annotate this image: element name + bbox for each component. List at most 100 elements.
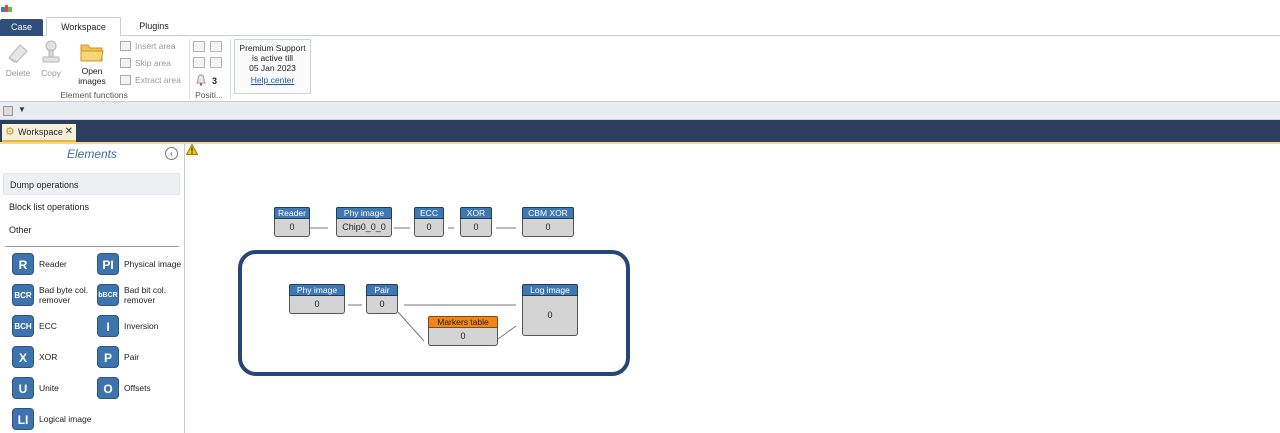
- node-phy-image[interactable]: Phy image Chip0_0_0: [336, 207, 392, 237]
- element-label: Logical image: [39, 414, 92, 424]
- stamp-icon: [42, 40, 60, 63]
- node-value: 0: [428, 328, 498, 346]
- help-center-link[interactable]: Help center: [250, 75, 295, 85]
- offsets-icon: O: [97, 377, 119, 399]
- node-cbm-xor[interactable]: CBM XOR 0: [522, 207, 574, 237]
- node-log-image[interactable]: Log image 0: [522, 284, 578, 336]
- tab-case[interactable]: Case: [0, 19, 43, 36]
- element-label: XOR: [39, 352, 58, 362]
- doc-tab-label: Workspace: [18, 127, 63, 137]
- delete-label: Delete: [5, 68, 31, 78]
- doc-tab-workspace[interactable]: ⚙ Workspace ✕: [2, 124, 76, 142]
- skip-area-label: Skip area: [135, 58, 171, 68]
- element-label: Unite: [39, 383, 59, 393]
- node-title: ECC: [414, 207, 444, 219]
- support-line-1: Premium Support: [239, 43, 306, 53]
- node-value: 0: [366, 296, 398, 314]
- position-up-icon[interactable]: [193, 41, 205, 52]
- app-logo-icon: [1, 5, 12, 12]
- node-reader[interactable]: Reader 0: [274, 207, 310, 237]
- element-unite[interactable]: U Unite: [12, 377, 102, 403]
- ribbon-tabs: Case Workspace Plugins: [0, 17, 1280, 37]
- folder-icon: [80, 44, 104, 62]
- element-xor[interactable]: X XOR: [12, 346, 102, 372]
- node-xor[interactable]: XOR 0: [460, 207, 492, 237]
- position-count: 3: [212, 76, 218, 86]
- collapse-chevron-icon[interactable]: ‹: [165, 147, 178, 160]
- element-pair[interactable]: P Pair: [97, 346, 187, 372]
- reader-icon: R: [12, 253, 34, 275]
- node-value: 0: [522, 296, 578, 336]
- skip-area-icon: [120, 58, 131, 68]
- node-ecc[interactable]: ECC 0: [414, 207, 444, 237]
- support-line-2: is active till: [251, 53, 294, 63]
- element-label: Reader: [39, 259, 67, 269]
- close-icon[interactable]: ✕: [64, 126, 73, 137]
- group-label-element-functions: Element functions: [60, 90, 128, 100]
- element-logical-image[interactable]: LI Logical image: [12, 408, 102, 433]
- document-tab-strip: ⚙ Workspace ✕: [0, 120, 1280, 142]
- node-value: Chip0_0_0: [336, 219, 392, 237]
- logical-image-icon: LI: [12, 408, 34, 430]
- position-top-icon[interactable]: [210, 41, 222, 52]
- insert-area-button[interactable]: Insert area: [119, 39, 176, 53]
- element-ecc[interactable]: BCH ECC: [12, 315, 102, 341]
- node-value: 0: [522, 219, 574, 237]
- insert-area-icon: [120, 41, 131, 51]
- bad-byte-remover-icon: BCR: [12, 284, 34, 306]
- element-label: Inversion: [124, 321, 159, 331]
- support-line-3: 05 Jan 2023: [249, 63, 296, 73]
- ribbon: Delete Copy Open images Insert area Skip…: [0, 36, 1280, 102]
- delete-button[interactable]: Delete: [3, 40, 33, 78]
- node-value: 0: [274, 219, 310, 237]
- customize-dropdown-icon[interactable]: ▼: [18, 105, 26, 114]
- inversion-icon: I: [97, 315, 119, 337]
- title-bar: [0, 0, 1280, 17]
- element-label: Pair: [124, 352, 140, 362]
- element-label: Bad byte col. remover: [39, 285, 89, 305]
- position-down-icon[interactable]: [193, 57, 205, 68]
- bell-icon[interactable]: [196, 74, 206, 86]
- quick-access-bar: ▼: [0, 102, 1280, 120]
- tab-workspace[interactable]: Workspace: [46, 17, 121, 37]
- save-icon[interactable]: [3, 106, 13, 116]
- element-physical-image[interactable]: PI Physical image: [97, 253, 187, 279]
- node-pair[interactable]: Pair 0: [366, 284, 398, 314]
- extract-area-icon: [120, 75, 131, 85]
- element-reader[interactable]: R Reader: [12, 253, 102, 279]
- category-block-list-operations[interactable]: Block list operations: [9, 202, 90, 212]
- group-label-position: Positi...: [195, 90, 223, 100]
- category-other[interactable]: Other: [9, 225, 32, 235]
- element-label: Physical image: [124, 259, 182, 269]
- node-value: 0: [289, 296, 345, 314]
- ribbon-separator: [189, 39, 190, 99]
- element-label: Offsets: [124, 383, 151, 393]
- position-bottom-icon[interactable]: [210, 57, 222, 68]
- element-offsets[interactable]: O Offsets: [97, 377, 187, 403]
- element-group-frame[interactable]: [238, 250, 630, 376]
- node-title: Pair: [366, 284, 398, 296]
- workspace-canvas[interactable]: Reader 0 Phy image Chip0_0_0 ECC 0 XOR 0…: [186, 144, 1280, 433]
- node-title: CBM XOR: [522, 207, 574, 219]
- copy-button[interactable]: Copy: [36, 40, 66, 78]
- extract-area-button[interactable]: Extract area: [119, 73, 181, 87]
- tab-plugins[interactable]: Plugins: [139, 21, 169, 31]
- node-phy-image-2[interactable]: Phy image 0: [289, 284, 345, 314]
- node-value: 0: [460, 219, 492, 237]
- open-images-button[interactable]: Open images: [74, 40, 110, 86]
- gear-icon: ⚙: [5, 126, 15, 138]
- element-bad-byte-col-remover[interactable]: BCR Bad byte col. remover: [12, 284, 102, 310]
- tab-underline: [0, 142, 1280, 144]
- skip-area-button[interactable]: Skip area: [119, 56, 171, 70]
- warning-icon: [186, 144, 198, 155]
- node-value: 0: [414, 219, 444, 237]
- element-bad-bit-col-remover[interactable]: bBCR Bad bit col. remover: [97, 284, 187, 310]
- ribbon-separator: [230, 39, 231, 99]
- xor-icon: X: [12, 346, 34, 368]
- node-markers-table[interactable]: Markers table 0: [428, 316, 498, 346]
- panel-divider: [5, 246, 179, 247]
- element-inversion[interactable]: I Inversion: [97, 315, 187, 341]
- ecc-icon: BCH: [12, 315, 34, 337]
- category-dump-operations[interactable]: Dump operations: [3, 173, 180, 195]
- element-label: ECC: [39, 321, 57, 331]
